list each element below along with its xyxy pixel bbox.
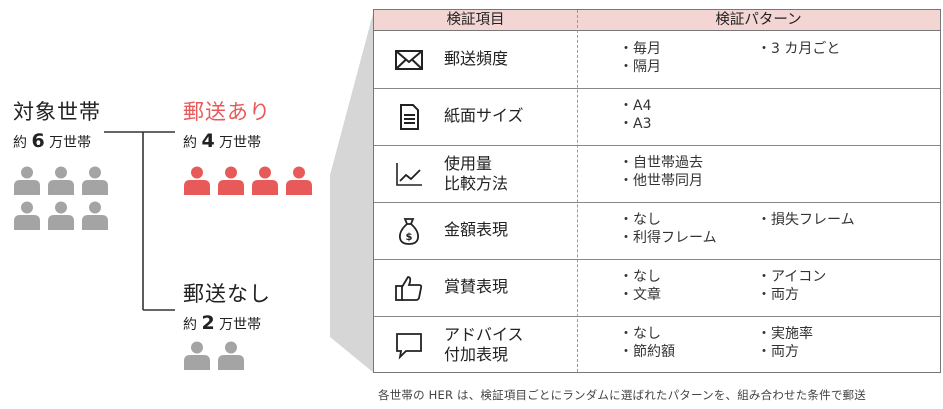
person-icon <box>183 166 211 196</box>
row-label: 金額表現 <box>444 220 508 240</box>
row-label: 使用量比較方法 <box>444 154 508 194</box>
pattern-item: ・文章 <box>619 287 661 303</box>
row-label-line: 郵送頻度 <box>444 49 509 68</box>
row-label: アドバイス付加表現 <box>444 325 524 365</box>
pattern-list: ・損失フレーム <box>757 211 855 229</box>
header-verification-item: 検証項目 <box>446 12 505 28</box>
mail-no-people-icons <box>183 341 245 371</box>
thumbs-up-icon <box>394 273 424 303</box>
person-icon <box>81 166 109 196</box>
person-icon <box>81 201 109 231</box>
pattern-item: ・実施率 <box>757 326 813 342</box>
speech-bubble-icon <box>394 330 424 360</box>
pattern-item: ・隔月 <box>619 59 661 75</box>
row-label-line: アドバイス <box>444 325 524 344</box>
person-icon <box>217 166 245 196</box>
row-label-line: 使用量 <box>444 154 493 173</box>
line-chart-icon <box>394 159 424 189</box>
pattern-item: ・両方 <box>757 287 799 303</box>
target-people-icons <box>13 166 109 231</box>
header-verification-pattern: 検証パターン <box>715 12 802 28</box>
mail-yes-count: 約 4 万世帯 <box>183 130 262 152</box>
pattern-list: ・なし・文章 <box>619 268 661 304</box>
row-label: 郵送頻度 <box>444 49 508 69</box>
pattern-item: ・なし <box>619 269 661 285</box>
pattern-item: ・A3 <box>619 116 652 132</box>
column-divider <box>577 10 578 372</box>
mail-yes-title: 郵送あり <box>183 100 271 124</box>
pattern-list: ・なし・節約額 <box>619 325 675 361</box>
person-icon <box>13 166 41 196</box>
table-row: 使用量比較方法 ・自世帯過去・他世帯同月 <box>374 145 940 203</box>
pattern-item: ・両方 <box>757 344 799 360</box>
pattern-item: ・3 カ月ごと <box>757 41 841 57</box>
pattern-item: ・損失フレーム <box>757 212 855 228</box>
caption: 各世帯の HER は、検証項目ごとにランダムに選ばれたパターンを、組み合わせた条… <box>378 388 866 402</box>
pattern-list: ・A4・A3 <box>619 97 651 133</box>
person-icon <box>251 166 279 196</box>
row-label-line: 金額表現 <box>444 220 509 239</box>
pattern-item: ・利得フレーム <box>619 230 717 246</box>
pattern-item: ・なし <box>619 326 661 342</box>
person-icon <box>13 201 41 231</box>
mail-no-title: 郵送なし <box>183 282 271 306</box>
row-label-line: 賞賛表現 <box>444 277 509 296</box>
pattern-item: ・毎月 <box>619 41 661 57</box>
person-icon <box>217 341 245 371</box>
pattern-item: ・A4 <box>619 98 652 114</box>
pattern-item: ・他世帯同月 <box>619 173 703 189</box>
document-icon <box>394 102 424 132</box>
pattern-item: ・自世帯過去 <box>619 155 703 171</box>
table-row: 賞賛表現 ・なし・文章 ・アイコン・両方 <box>374 259 940 317</box>
pattern-item: ・アイコン <box>757 269 827 285</box>
expansion-trapezoid <box>330 10 374 373</box>
svg-text:$: $ <box>406 232 413 243</box>
money-bag-icon: $ <box>394 216 424 246</box>
pattern-list: ・自世帯過去・他世帯同月 <box>619 154 703 190</box>
verification-table: 検証項目 検証パターン 郵送頻度・毎月・隔月・3 カ月ごと紙面サイズ・A4・A3… <box>373 9 941 373</box>
person-icon <box>285 166 313 196</box>
row-label: 紙面サイズ <box>444 106 524 126</box>
table-row: アドバイス付加表現 ・なし・節約額 ・実施率・両方 <box>374 316 940 372</box>
pattern-list: ・実施率・両方 <box>757 325 813 361</box>
table-row: 紙面サイズ・A4・A3 <box>374 88 940 146</box>
table-row: $ 金額表現 ・なし・利得フレーム ・損失フレーム <box>374 202 940 260</box>
row-label-line: 比較方法 <box>444 174 509 193</box>
row-label-line: 付加表現 <box>444 345 509 364</box>
pattern-list: ・アイコン・両方 <box>757 268 826 304</box>
row-label-line: 紙面サイズ <box>444 106 524 125</box>
mail-yes-people-icons <box>183 166 313 196</box>
person-icon <box>47 166 75 196</box>
row-label: 賞賛表現 <box>444 277 508 297</box>
pattern-list: ・毎月・隔月 <box>619 40 661 76</box>
target-households-count: 約 6 万世帯 <box>13 130 92 152</box>
person-icon <box>47 201 75 231</box>
envelope-icon <box>394 45 424 75</box>
pattern-item: ・節約額 <box>619 344 675 360</box>
table-row: 郵送頻度 ・毎月・隔月 ・3 カ月ごと <box>374 31 940 89</box>
person-icon <box>183 341 211 371</box>
pattern-list: ・なし・利得フレーム <box>619 211 717 247</box>
mail-no-count: 約 2 万世帯 <box>183 312 262 334</box>
table-header: 検証項目 検証パターン <box>374 10 940 31</box>
target-households-title: 対象世帯 <box>13 100 101 124</box>
pattern-item: ・なし <box>619 212 661 228</box>
pattern-list: ・3 カ月ごと <box>757 40 840 58</box>
